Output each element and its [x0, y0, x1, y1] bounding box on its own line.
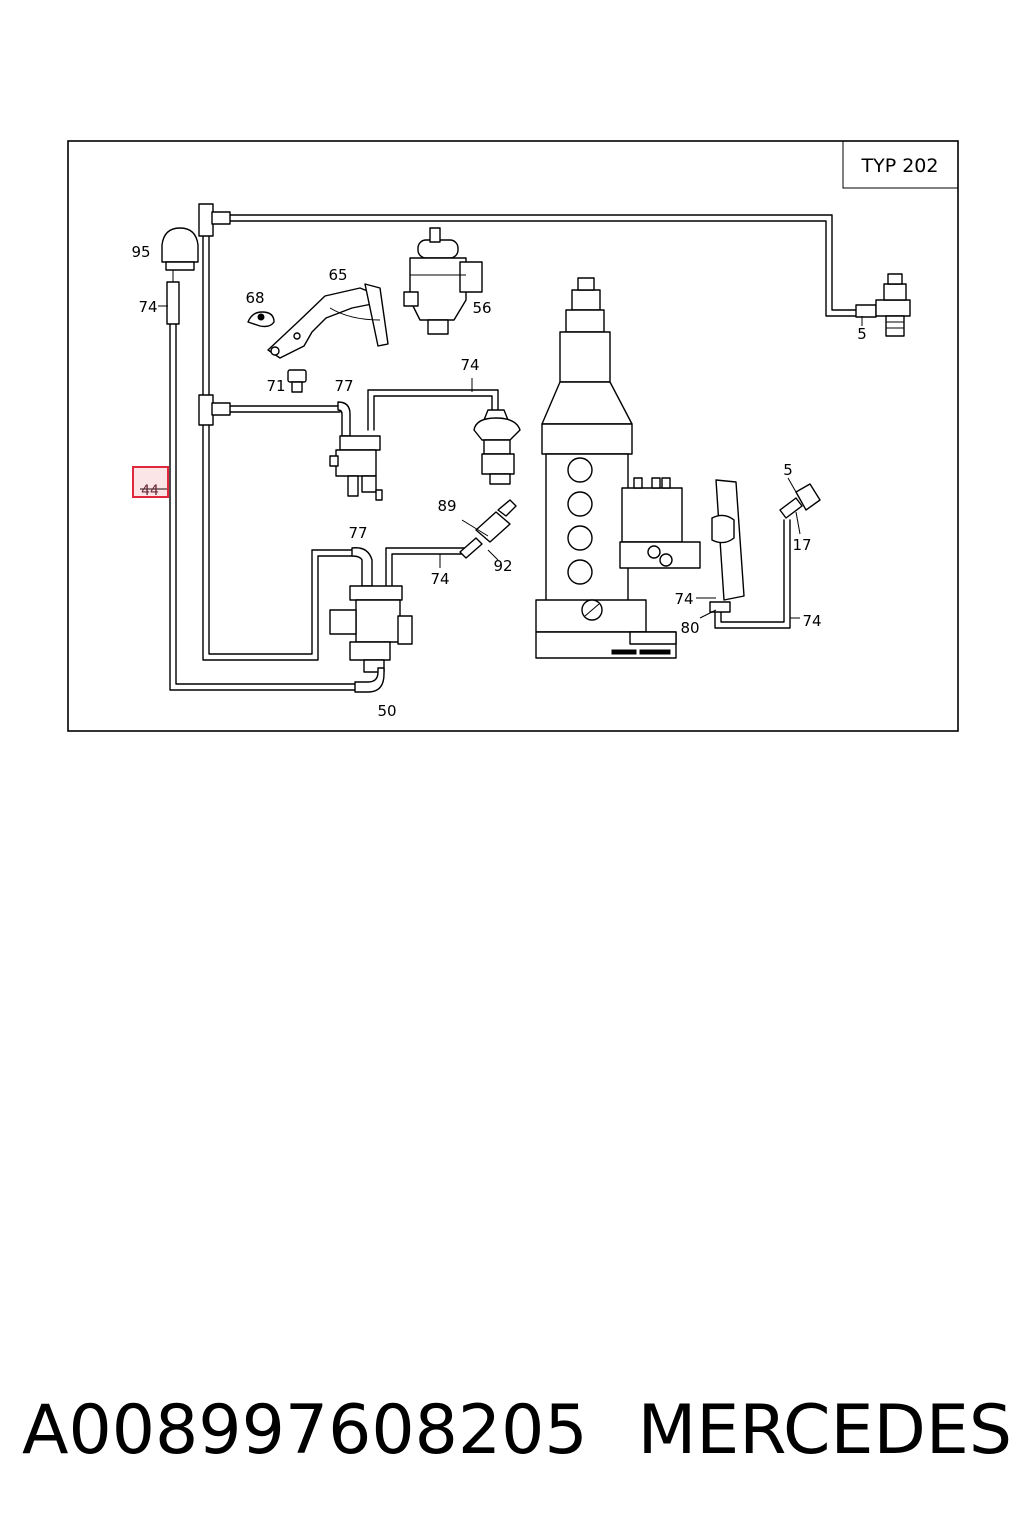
part-71-bolt	[287, 369, 307, 393]
part-labels: 95 74 65 68 56 5 71 77 74 5 17 89 92 77 …	[131, 243, 866, 720]
part-77-valve-upper	[329, 401, 383, 501]
brand-name: MERCEDES	[637, 1390, 1012, 1470]
right-side-plate	[709, 479, 745, 613]
part-number: A008997608205	[22, 1390, 588, 1470]
label-74-lower: 74	[430, 570, 449, 588]
label-74-egr: 74	[460, 356, 479, 374]
label-74-plate: 74	[674, 590, 693, 608]
engine-injection-pump	[535, 277, 701, 659]
part-5-valve-top-right	[855, 273, 911, 337]
part-89-check-valve	[459, 499, 517, 559]
model-badge-text: TYP 202	[861, 155, 939, 177]
part-56-converter	[403, 227, 483, 335]
part-95-check-valve	[161, 227, 199, 325]
label-77-lower: 77	[348, 524, 367, 542]
t-connector-top	[198, 203, 231, 237]
label-74-left: 74	[138, 298, 157, 316]
vacuum-lines	[169, 214, 857, 691]
label-95: 95	[131, 243, 150, 261]
part-77-converter-lower	[329, 547, 413, 673]
part-caption: A008997608205 MERCEDES	[22, 1375, 1012, 1485]
part-egr-valve	[473, 409, 521, 485]
label-74-right: 74	[802, 612, 821, 630]
highlight-label-44[interactable]: 44	[132, 466, 169, 499]
highlight-label-text: 44	[141, 483, 159, 499]
part-68-clip	[247, 311, 275, 328]
label-77-upper: 77	[334, 377, 353, 395]
part-50-elbow	[354, 667, 385, 693]
label-68: 68	[245, 289, 264, 307]
label-5-top: 5	[857, 325, 867, 343]
label-5-right: 5	[783, 461, 793, 479]
label-17: 17	[792, 536, 811, 554]
label-50: 50	[377, 702, 396, 720]
label-89: 89	[437, 497, 456, 515]
label-56: 56	[472, 299, 491, 317]
leader-lines	[140, 305, 863, 619]
model-badge: TYP 202	[842, 140, 959, 189]
label-80: 80	[680, 619, 699, 637]
vacuum-line-diagram: TYP 202	[67, 140, 959, 732]
part-65-bracket	[267, 283, 389, 359]
part-5-valve-right	[779, 483, 821, 519]
label-71: 71	[266, 377, 285, 395]
t-connector-middle	[198, 394, 231, 426]
label-92: 92	[493, 557, 512, 575]
label-65: 65	[328, 266, 347, 284]
